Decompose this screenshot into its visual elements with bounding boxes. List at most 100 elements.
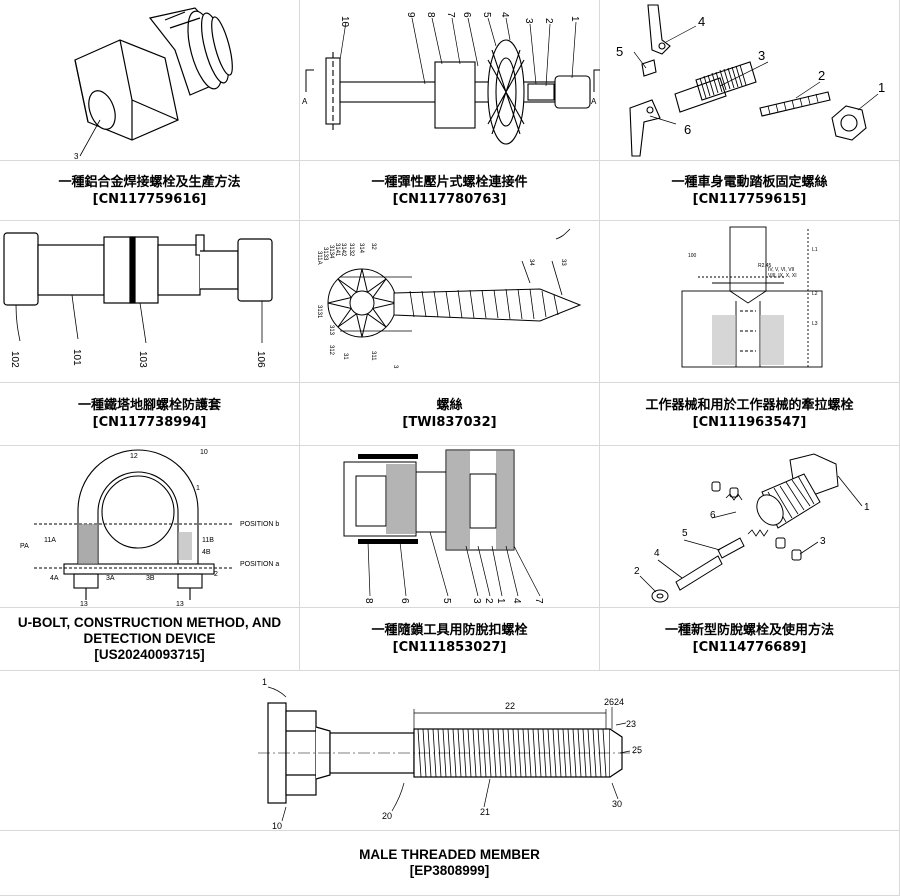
patent-figure-10: 1 22 26 24 23 25 20 21 30 10	[0, 671, 900, 831]
callout-label: 24	[614, 697, 624, 707]
callout-label: 10	[272, 821, 282, 831]
callout-label: 1	[495, 598, 506, 604]
callout-label: 3	[471, 598, 482, 604]
callout-label: 3B	[146, 575, 155, 582]
callout-label: 5	[682, 528, 688, 539]
callout-label: 4B	[202, 549, 211, 556]
u-bolt-drawing: 12 10 1 POSITION b POSITION a PA 11A 11B…	[0, 446, 300, 608]
callout-label: 30	[612, 799, 622, 809]
patent-title-line: U-BOLT, CONSTRUCTION METHOD, AND	[18, 615, 281, 631]
callout-label: POSITION a	[240, 561, 279, 568]
callout-label: 100	[688, 253, 697, 259]
patent-number: [TWI837032]	[402, 414, 496, 431]
callout-label: 7	[445, 12, 456, 18]
patent-title-line: DETECTION DEVICE	[83, 631, 215, 647]
patent-number: [CN114776689]	[693, 639, 807, 656]
callout-label: 3	[523, 18, 534, 24]
callout-label: 3133	[322, 247, 328, 261]
patent-caption-6: 工作器械和用於工作器械的牽拉螺栓 [CN111963547]	[600, 383, 900, 446]
callout-label: 103	[137, 351, 148, 368]
patent-number: [CN111963547]	[693, 414, 807, 431]
patent-figure-8: 8 6 5 3 2 1 4 7	[300, 446, 600, 608]
patent-title: 螺絲	[436, 397, 462, 414]
callout-label: 4A	[50, 575, 59, 582]
callout-label: 3A	[106, 575, 115, 582]
callout-label: 11A	[44, 537, 56, 544]
callout-label: 312	[328, 345, 334, 356]
running-board-screw-drawing: 4 5 3 2 1 6	[600, 0, 900, 161]
callout-label: 101	[71, 349, 82, 366]
callout-label: 102	[9, 351, 20, 368]
patent-figure-4: 102 101 103 106	[0, 221, 300, 383]
callout-label: 6	[684, 122, 691, 137]
callout-label: 1	[196, 485, 200, 492]
anti-loosening-bolt-section-drawing: 8 6 5 3 2 1 4 7	[300, 446, 600, 608]
callout-label: 3	[74, 152, 79, 161]
callout-label: 313	[328, 325, 334, 336]
patent-caption-8: 一種隨鎖工具用防脫扣螺栓 [CN111853027]	[300, 608, 600, 671]
callout-label: 314	[358, 243, 364, 254]
callout-label: 3	[758, 48, 765, 63]
callout-label: 10	[200, 449, 208, 456]
callout-label: 2	[543, 18, 554, 24]
patent-caption-3: 一種車身電動踏板固定螺絲 [CN117759615]	[600, 161, 900, 221]
callout-label: 3142	[340, 243, 346, 257]
callout-label: 6	[399, 598, 410, 604]
patent-title: 一種鋁合金焊接螺栓及生產方法	[58, 174, 240, 191]
callout-label: L2	[812, 291, 818, 297]
patent-title: 一種車身電動踏板固定螺絲	[671, 174, 827, 191]
callout-label: 22	[505, 701, 515, 711]
callout-label: 23	[626, 719, 636, 729]
section-label-a: A	[591, 97, 597, 106]
pull-stud-section-drawing: 100 L1 L2 L3 IV, V, VI, VII VIII, IX, X,…	[600, 221, 900, 383]
callout-label: 13	[80, 601, 88, 608]
callout-label: 2	[483, 598, 494, 604]
patent-figure-6: 100 L1 L2 L3 IV, V, VI, VII VIII, IX, X,…	[600, 221, 900, 383]
patent-figure-1: 3	[0, 0, 300, 161]
patent-figure-3: 4 5 3 2 1 6	[600, 0, 900, 161]
callout-label: 20	[382, 811, 392, 821]
anti-loose-bolt-exploded-drawing: 1 6 5 4 3 2	[600, 446, 900, 608]
hex-weld-bolt-drawing: 3	[0, 0, 300, 161]
patent-figure-2: A A 10 9 8 7 6 5 4 3 2 1	[300, 0, 600, 161]
patent-caption-10: MALE THREADED MEMBER [EP3808999]	[0, 831, 900, 896]
callout-label: 3	[392, 365, 398, 369]
callout-label: POSITION b	[240, 521, 279, 528]
patent-caption-4: 一種鐵塔地腳螺栓防護套 [CN117738994]	[0, 383, 300, 446]
callout-label: 4	[654, 548, 660, 559]
patent-number: [CN117780763]	[393, 191, 507, 208]
patent-title: 一種鐵塔地腳螺栓防護套	[78, 397, 221, 414]
spring-washer-screw-drawing: 311A 3133 3134 3141 3142 3132 314 32 34 …	[300, 221, 600, 383]
callout-label: 11B	[202, 537, 214, 544]
callout-label: 8	[425, 12, 436, 18]
callout-label: 5	[481, 12, 492, 18]
patent-title: MALE THREADED MEMBER	[359, 847, 540, 863]
spring-plate-connector-drawing: A A 10 9 8 7 6 5 4 3 2 1	[300, 0, 600, 161]
callout-label: 6	[461, 12, 472, 18]
callout-label: 8	[363, 598, 374, 604]
patent-title: 一種隨鎖工具用防脫扣螺栓	[371, 622, 527, 639]
patent-caption-5: 螺絲 [TWI837032]	[300, 383, 600, 446]
patent-number: [CN117759616]	[93, 191, 207, 208]
callout-label: 3	[820, 536, 826, 547]
callout-label: 3131	[316, 305, 322, 319]
anchor-bolt-sleeve-drawing: 102 101 103 106	[0, 221, 300, 383]
callout-label: 13	[176, 601, 184, 608]
patent-title: 一種新型防脫螺栓及使用方法	[665, 622, 834, 639]
callout-label: 311A	[316, 251, 322, 265]
callout-label: 25	[632, 745, 642, 755]
callout-label: 4	[511, 598, 522, 604]
callout-label: 4	[499, 12, 510, 18]
callout-label: L3	[812, 321, 818, 327]
callout-label: 21	[480, 807, 490, 817]
patent-title: 工作器械和用於工作器械的牽拉螺栓	[645, 397, 853, 414]
patent-figure-7: 12 10 1 POSITION b POSITION a PA 11A 11B…	[0, 446, 300, 608]
callout-label: 34	[528, 259, 534, 266]
callout-label: VIII, IX, X, XI	[768, 273, 797, 279]
callout-label: 31	[342, 353, 348, 360]
callout-label: 10	[339, 16, 350, 28]
callout-label: 3134	[328, 245, 334, 259]
patent-caption-1: 一種鋁合金焊接螺栓及生產方法 [CN117759616]	[0, 161, 300, 221]
callout-label: 1	[878, 80, 885, 95]
